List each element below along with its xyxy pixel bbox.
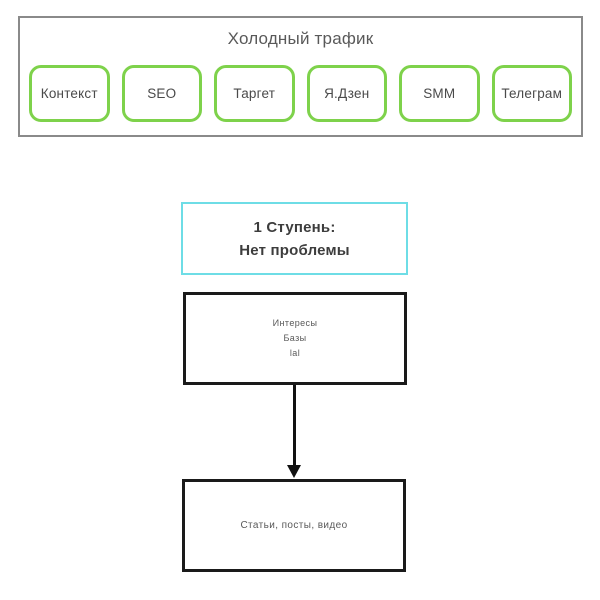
stage-1-title-line1: 1 Ступень: xyxy=(253,218,336,236)
audience-sources-node: Интересы Базы lal xyxy=(183,292,407,385)
stage-1-node: 1 Ступень: Нет проблемы xyxy=(181,202,408,275)
content-label: Статьи, посты, видео xyxy=(240,520,348,531)
channel-box-yadzen: Я.Дзен xyxy=(306,65,387,122)
cold-traffic-title: Холодный трафик xyxy=(227,29,374,48)
cold-traffic-group: Холодный трафик Контекст SEO Таргет Я.Дз… xyxy=(18,16,583,137)
channel-box-telegram: Телеграм xyxy=(491,65,572,122)
stage-1-title-line2: Нет проблемы xyxy=(239,241,350,259)
audience-line-bases: Базы xyxy=(283,333,307,343)
content-node: Статьи, посты, видео xyxy=(182,479,406,572)
arrow-down-icon xyxy=(287,465,301,478)
channel-box-smm: SMM xyxy=(399,65,480,122)
channel-box-kontekst: Контекст xyxy=(29,65,110,122)
channel-box-target: Таргет xyxy=(214,65,295,122)
audience-line-lal: lal xyxy=(289,348,301,358)
audience-line-interests: Интересы xyxy=(272,318,318,328)
channel-box-seo: SEO xyxy=(121,65,202,122)
channel-row: Контекст SEO Таргет Я.Дзен SMM Телеграм xyxy=(29,65,572,122)
connector-arrow-line xyxy=(293,385,296,467)
